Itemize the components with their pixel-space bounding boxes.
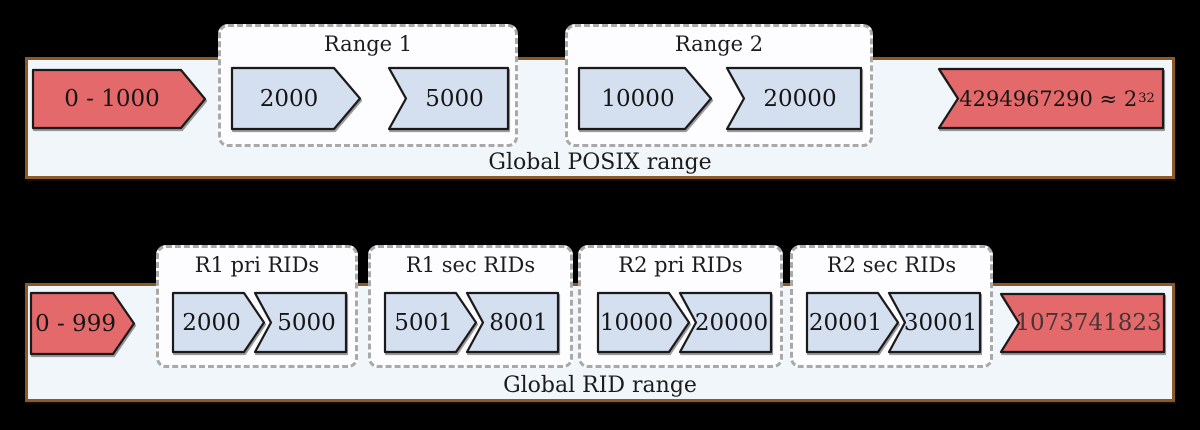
rid-r1-sec-end-arrow: 8001 [466,292,559,353]
posix-range1-start-arrow: 2000 [231,67,361,130]
arrow-label: 20001 [808,309,883,336]
rid-r2-sec-label: R2 sec RIDs [826,253,957,277]
right-arrow-shape [32,69,206,129]
arrow-label: 2000 [182,309,241,336]
right-arrow-shape [30,292,135,355]
rid-min-arrow-label: 0 - 999 [35,310,116,337]
rid-r2-pri-start-arrow: 10000 [597,292,690,353]
arrow-label: 5000 [277,309,336,336]
rid-min-arrow: 0 - 999 [30,292,135,355]
posix-range2-start-arrow: 10000 [578,67,712,130]
rid-band-label: Global RID range [503,372,697,398]
arrow-label: 10000 [599,309,674,336]
arrow-label: 20000 [763,85,837,112]
arrow-tail-shape [466,292,559,353]
right-arrow-shape [231,67,361,130]
arrow-label: 5001 [394,309,453,336]
posix-range2-end-arrow: 20000 [726,67,862,130]
right-arrow-shape [384,292,477,353]
posix-max-value: 4294967290 ≈ 2 [959,86,1138,111]
arrow-label: 20000 [694,309,769,336]
arrow-tail-shape [254,292,347,353]
rid-r2-pri-label: R2 pri RIDs [618,253,743,277]
rid-r1-sec-label: R1 sec RIDs [405,253,536,277]
rid-r2-pri-end-arrow: 20000 [679,292,772,353]
arrow-label: 30001 [903,309,978,336]
right-arrow-shape [597,292,690,353]
posix-range1-end-arrow: 5000 [388,67,509,130]
right-arrow-shape [806,292,899,353]
arrow-tail-shape [1000,293,1165,353]
posix-range2-label: Range 2 [674,32,764,56]
rid-r1-pri-end-arrow: 5000 [254,292,347,353]
arrow-label: 8001 [489,309,548,336]
arrow-tail-shape [888,292,981,353]
rid-max-arrow: 1073741823 [1000,293,1165,353]
rid-r1-pri-start-arrow: 2000 [172,292,265,353]
rid-r2-sec-end-arrow: 30001 [888,292,981,353]
rid-r2-sec-start-arrow: 20001 [806,292,899,353]
arrow-label: 5000 [425,85,484,112]
posix-min-arrow-label: 0 - 1000 [64,86,160,112]
arrow-label: 10000 [601,85,675,112]
posix-band-label: Global POSIX range [488,149,712,175]
arrow-tail-shape [938,68,1164,129]
right-arrow-shape [172,292,265,353]
arrow-tail-shape [679,292,772,353]
arrow-tail-shape [388,67,509,130]
rid-r1-sec-start-arrow: 5001 [384,292,477,353]
arrow-tail-shape [726,67,862,130]
posix-min-arrow: 0 - 1000 [32,69,206,129]
arrow-label: 2000 [259,85,319,112]
right-arrow-shape [578,67,712,130]
posix-range1-label: Range 1 [323,32,413,56]
rid-max-arrow-label: 1073741823 [1015,310,1162,336]
rid-r1-pri-label: R1 pri RIDs [194,253,320,277]
